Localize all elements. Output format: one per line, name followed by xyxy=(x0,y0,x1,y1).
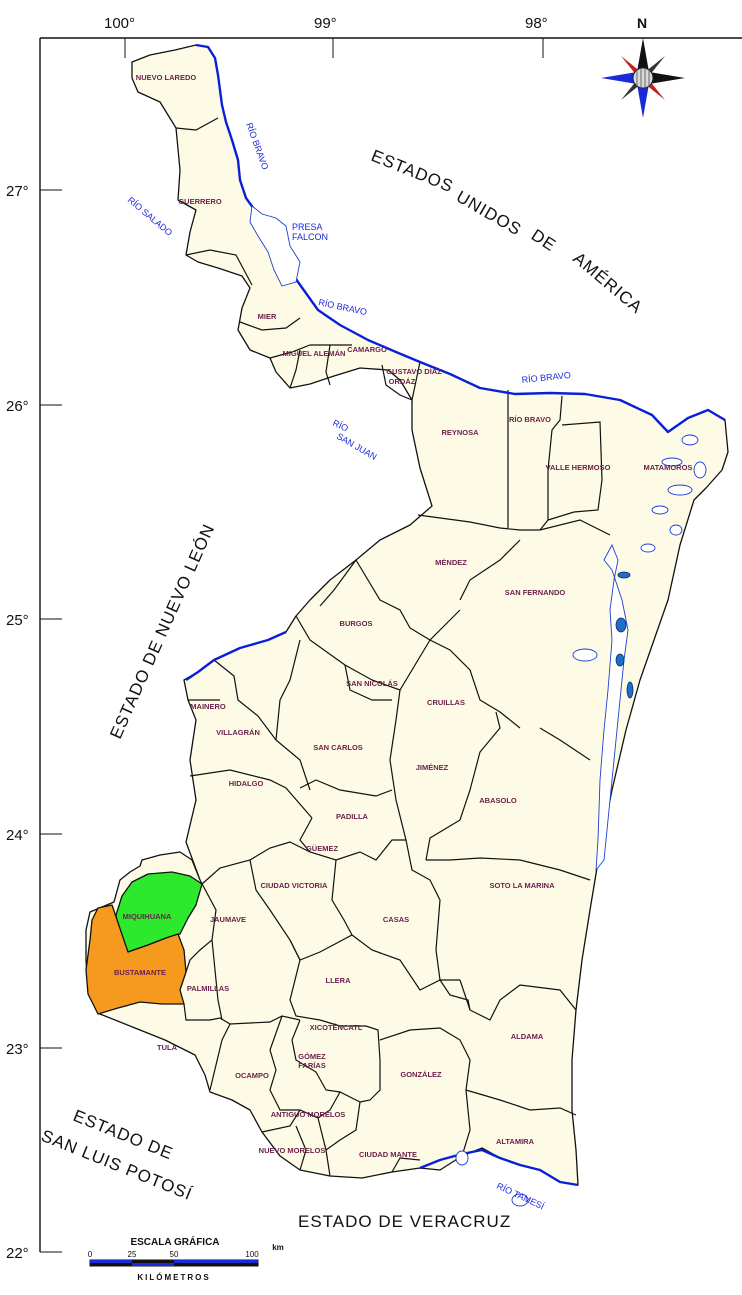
north-label: N xyxy=(637,15,647,31)
municipality-label: SAN CARLOS xyxy=(313,743,363,752)
usa-label: ESTADOS UNIDOS DE AMÉRICA xyxy=(369,146,647,317)
latitude-label: 24° xyxy=(6,827,29,844)
municipality-label: XICOTÉNCATL xyxy=(310,1023,363,1032)
municipality-label: GONZÁLEZ xyxy=(400,1070,442,1079)
municipality-label: GUSTAVO DÍAZ xyxy=(386,367,442,376)
municipality-label: ALDAMA xyxy=(511,1032,544,1041)
municipality-label: REYNOSA xyxy=(441,428,479,437)
scale-bar: ESCALA GRÁFICA 0 25 50 100 km KILÓMETROS xyxy=(88,1235,284,1282)
river-label: RÍO BRAVO xyxy=(244,121,270,171)
municipality-label: CIUDAD MANTE xyxy=(359,1150,417,1159)
region-label: AMÉRICA xyxy=(569,249,646,318)
municipality-label: JIMÉNEZ xyxy=(416,763,449,772)
municipality-label: CAMARGO xyxy=(347,345,387,354)
scale-title: ESCALA GRÁFICA xyxy=(130,1235,219,1248)
scale-unit: km xyxy=(272,1243,284,1252)
municipality-label: TULA xyxy=(157,1043,178,1052)
municipality-label: GUERRERO xyxy=(178,197,222,206)
rio-nuevo-leon-border-line xyxy=(185,630,287,681)
latitude-label: 22° xyxy=(6,1245,29,1262)
municipality-label: CASAS xyxy=(383,915,409,924)
longitude-labels: 100° 99° 98° xyxy=(104,15,548,32)
municipality-label: MATAMOROS xyxy=(644,463,693,472)
municipality-label: JAUMAVE xyxy=(210,915,246,924)
municipality-label: ORDÁZ xyxy=(389,377,416,386)
municipality-label: SAN FERNANDO xyxy=(505,588,566,597)
water-features xyxy=(185,43,726,1207)
municipality-label: MÉNDEZ xyxy=(435,558,467,567)
presa-falcon-shape xyxy=(249,205,301,287)
municipality-labels: NUEVO LAREDO GUERRERO MIER MIGUEL ALEMÁN… xyxy=(114,73,692,1159)
municipality-label: MIQUIHUANA xyxy=(123,912,172,921)
river-label: RÍO BRAVO xyxy=(521,370,571,385)
municipality-label: ALTAMIRA xyxy=(496,1137,535,1146)
river-label: PRESA xyxy=(292,222,323,232)
municipality-label: FARÍAS xyxy=(298,1061,326,1070)
municipality-label: VALLE HERMOSO xyxy=(546,463,611,472)
municipality-label: MAINERO xyxy=(190,702,226,711)
municipality-label: SOTO LA MARINA xyxy=(490,881,556,890)
municipality-label: OCAMPO xyxy=(235,1071,269,1080)
state-outline xyxy=(85,44,729,1186)
scale-tick: 50 xyxy=(170,1250,179,1259)
latitude-labels: 27° 26° 25° 24° 23° 22° xyxy=(6,183,29,1262)
municipality-label: CRUILLAS xyxy=(427,698,465,707)
longitude-label: 98° xyxy=(525,15,548,32)
longitude-label: 99° xyxy=(314,15,337,32)
municipality-label: LLERA xyxy=(326,976,352,985)
municipality-label: VILLAGRÁN xyxy=(216,728,260,737)
municipality-label: PALMILLAS xyxy=(187,984,229,993)
municipality-label: GÜEMEZ xyxy=(306,844,339,853)
region-label: UNIDOS xyxy=(453,187,525,240)
region-label: ESTADOS xyxy=(369,146,457,196)
municipality-label: PADILLA xyxy=(336,812,369,821)
municipality-label: CIUDAD VICTORIA xyxy=(261,881,329,890)
municipality-label: HIDALGO xyxy=(229,779,264,788)
municipal-boundaries xyxy=(175,117,611,1177)
municipality-label: GÓMEZ xyxy=(298,1052,326,1061)
longitude-label: 100° xyxy=(104,15,135,32)
latitude-label: 26° xyxy=(6,398,29,415)
scale-tick: 100 xyxy=(245,1250,259,1259)
rio-bravo-line xyxy=(195,43,726,434)
river-label: RÍO TAMESÍ xyxy=(495,1181,546,1212)
rio-tamesi-line xyxy=(419,1148,579,1187)
region-label: DE xyxy=(528,225,560,255)
latitude-label: 23° xyxy=(6,1041,29,1058)
river-label: RÍO SALADO xyxy=(126,195,175,238)
municipality-label: BUSTAMANTE xyxy=(114,968,166,977)
scale-caption: KILÓMETROS xyxy=(137,1273,210,1282)
north-arrow-icon: N xyxy=(601,15,685,118)
municipality-label: ANTIGUO MORELOS xyxy=(271,1110,346,1119)
municipality-label: MIGUEL ALEMÁN xyxy=(283,349,346,358)
municipality-label: BURGOS xyxy=(340,619,373,628)
latitude-label: 27° xyxy=(6,183,29,200)
municipality-label: SAN NICOLÁS xyxy=(346,679,398,688)
scale-tick: 25 xyxy=(128,1250,137,1259)
map-frame xyxy=(39,37,742,1253)
river-label: FALCON xyxy=(292,232,328,242)
municipality-label: NUEVO MORELOS xyxy=(259,1146,326,1155)
municipality-label: MIER xyxy=(258,312,277,321)
river-label: SAN JUAN xyxy=(335,431,379,462)
scale-tick: 0 xyxy=(88,1250,93,1259)
municipality-label: NUEVO LAREDO xyxy=(136,73,197,82)
veracruz-label: ESTADO DE VERACRUZ xyxy=(298,1212,511,1231)
municipality-label: RÍO BRAVO xyxy=(509,415,551,424)
municipality-label: ABASOLO xyxy=(479,796,517,805)
latitude-label: 25° xyxy=(6,612,29,629)
